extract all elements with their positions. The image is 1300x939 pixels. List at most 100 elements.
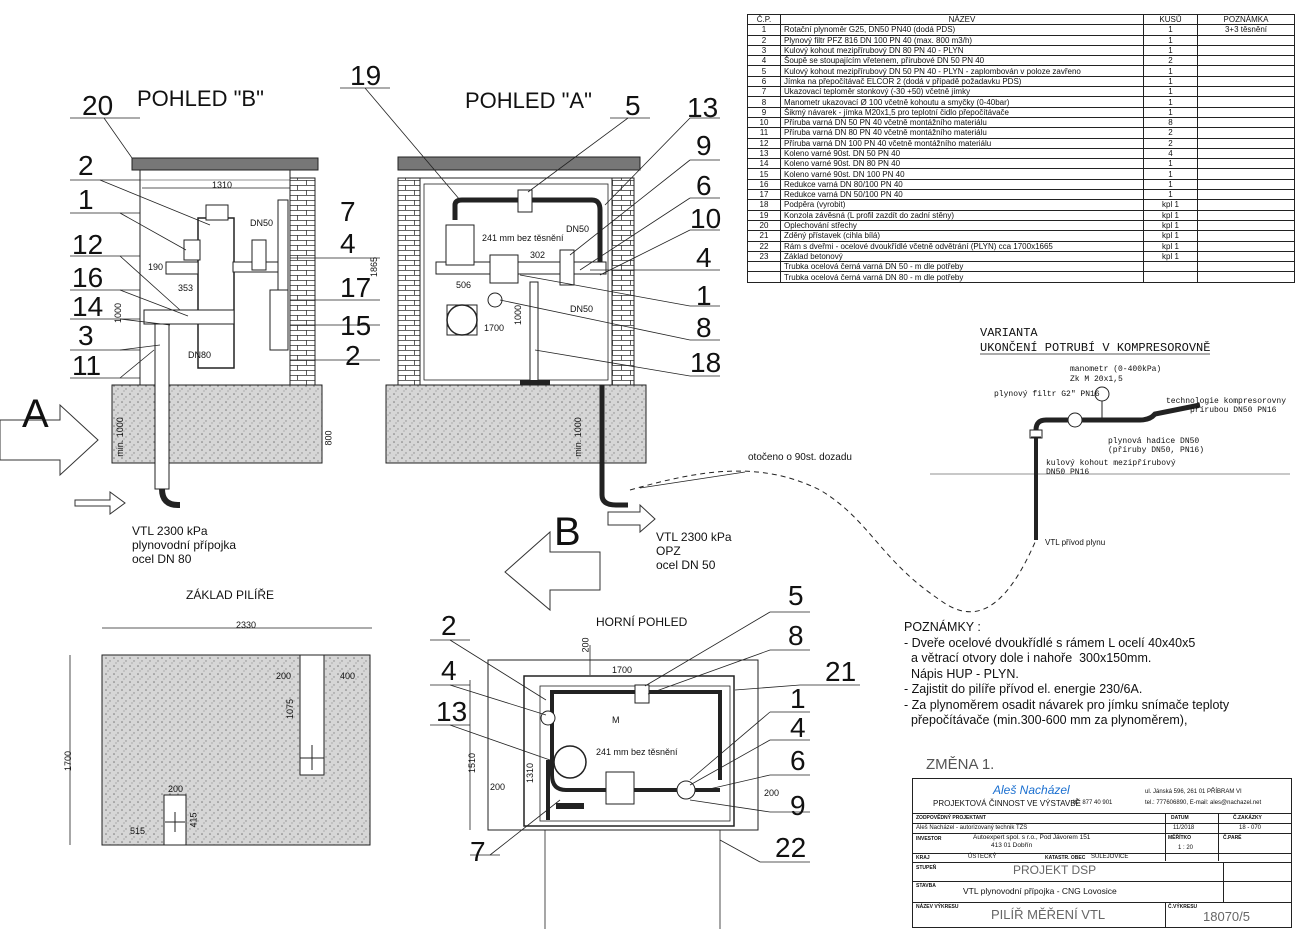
parts-cell-qty: 1 (1143, 178, 1198, 191)
tb-nazev: PILÍŘ MĚŘENÍ VTL (991, 907, 1106, 922)
variant-tech1: technologie kompresorovny (1166, 397, 1287, 406)
tb-h-meritko: MĚŘÍTKO (1168, 835, 1192, 841)
parts-cell-qty: 1 (1143, 158, 1198, 170)
parts-cell-name: Manometr ukazovací Ø 100 včetně kohoutu … (780, 96, 1144, 108)
parts-cell-cp: 22 (747, 240, 781, 252)
callout-11: 11 (72, 350, 102, 381)
top-view-title: HORNÍ POHLED (596, 615, 688, 629)
parts-cell-name: Základ betonový (780, 250, 1144, 263)
parts-cell-cp (747, 261, 781, 273)
dim-515: 515 (130, 826, 146, 836)
callout-top-4b: 4 (790, 712, 806, 743)
callout-7: 7 (340, 196, 356, 227)
parts-cell-note (1197, 127, 1295, 139)
dim-2330: 2330 (236, 620, 257, 630)
parts-cell-name: Příruba varná DN 100 PN 40 včetně montáž… (780, 137, 1144, 149)
callout-top-9: 9 (790, 790, 806, 821)
parts-cell-name: Kulový kohout mezipřírubový DN 80 PN 40 … (780, 44, 1144, 57)
parts-cell-qty: kpl 1 (1143, 219, 1198, 232)
view-a-drawing (385, 156, 647, 508)
inlet-a-line1: VTL 2300 kPa (656, 530, 732, 544)
parts-cell-name: Redukce varná DN 50/100 PN 40 (780, 189, 1144, 201)
dim-dn50-a2: DN50 (570, 304, 594, 314)
parts-cell-note (1197, 189, 1295, 201)
variant-kohout1: kulový kohout mezipřírubový (1046, 459, 1176, 468)
parts-cell-name: Oplechování střechy (780, 219, 1144, 232)
tb-h-cpare: Č.PARÉ (1223, 835, 1242, 841)
parts-cell-note (1197, 209, 1295, 221)
tb-h-stavba: STAVBA (916, 883, 936, 889)
tb-inv1: Autoexpert spol. s r.o., Pod Jávorem 151 (973, 834, 1091, 841)
view-arrows (0, 403, 656, 612)
tb-h-cvyk: Č.VÝKRESU (1168, 904, 1198, 910)
inlet-b-line1: VTL 2300 kPa (132, 524, 208, 538)
notes-line-4: - Zajistit do pilíře přívod el. energie … (904, 682, 1143, 696)
variant-hadice2: (příruby DN50, PN16) (1108, 446, 1205, 455)
base-drawing (69, 627, 372, 846)
callout-top-8: 8 (788, 620, 804, 651)
parts-col-cp: Č.P. (747, 13, 781, 26)
parts-cell-qty: kpl 1 (1143, 199, 1198, 211)
dim-1310: 1310 (212, 180, 233, 190)
dim-200b: 200 (168, 784, 184, 794)
inlet-b-line2: plynovodní přípojka (132, 538, 237, 552)
parts-cell-qty: 1 (1143, 106, 1198, 118)
parts-cell-note (1197, 178, 1295, 191)
inlet-a-line3: ocel DN 50 (656, 558, 716, 572)
tb-h-kraj: KRAJ (916, 855, 930, 861)
callout-top-21: 21 (825, 656, 857, 687)
parts-cell-name: Plynový filtr PFZ 816 DN 100 PN 40 (max.… (780, 34, 1144, 46)
callout-5: 5 (625, 90, 641, 121)
notes-line-6: přepočítávače (min.300-600 mm za plynomě… (904, 713, 1188, 727)
tb-cvyk: 18070/5 (1203, 909, 1250, 924)
rotated-note: otočeno o 90st. dozadu (748, 452, 852, 463)
dim-241: 241 mm bez těsnění (482, 233, 564, 243)
tb-inv2: 413 01 Dobřín (991, 842, 1033, 849)
callout-top-22: 22 (775, 832, 807, 863)
parts-cell-qty: 8 (1143, 116, 1198, 129)
tb-cislo: 18 - 070 (1239, 825, 1262, 831)
dim-302: 302 (530, 250, 546, 260)
dim-min-1000-a: min. 1000 (572, 417, 583, 457)
tb-h-inv: INVESTOR (916, 836, 942, 842)
parts-cell-qty: 1 (1143, 44, 1198, 57)
dim-top-200: 200 (580, 637, 591, 653)
callout-13: 13 (687, 92, 719, 123)
parts-cell-name: Ukazovací teploměr stonkový (-30 +50) vč… (780, 86, 1144, 98)
parts-cell-note (1197, 230, 1295, 242)
parts-cell-qty: 1 (1143, 24, 1198, 36)
variant-title1: VARIANTA (980, 326, 1038, 340)
inlet-a-line2: OPZ (656, 544, 681, 558)
dim-506: 506 (456, 280, 472, 290)
dim-800: 800 (323, 430, 334, 446)
parts-cell-cp: 8 (747, 96, 781, 108)
dim-top-241: 241 mm bez těsnění (596, 747, 678, 757)
dim-200a: 200 (276, 671, 292, 681)
dim-top-1510: 1510 (467, 752, 478, 774)
parts-cell-cp: 16 (747, 178, 781, 191)
parts-cell-name: Redukce varná DN 80/100 PN 40 (780, 178, 1144, 191)
parts-cell-qty: kpl 1 (1143, 240, 1198, 252)
dim-415: 415 (188, 812, 199, 828)
arrow-b-label: B (554, 510, 581, 554)
parts-cell-qty (1143, 271, 1198, 283)
tb-h-proj: ZODPOVĚDNÝ PROJEKTANT (916, 815, 986, 821)
callout-10: 10 (690, 203, 722, 234)
parts-cell-qty: 1 (1143, 65, 1198, 77)
dim-dn50-a1: DN50 (566, 224, 590, 234)
parts-cell-cp: 6 (747, 75, 781, 88)
tb-datum: 11/2018 (1173, 825, 1195, 831)
parts-cell-cp: 13 (747, 147, 781, 160)
parts-cell-qty: 1 (1143, 34, 1198, 46)
leader-lines (70, 87, 860, 863)
callout-12: 12 (72, 229, 104, 260)
parts-cell-qty (1143, 261, 1198, 273)
parts-cell-name: Podpěra (vyrobit) (780, 199, 1144, 211)
tb-h-nazev: NÁZEV VÝKRESU (916, 904, 959, 910)
